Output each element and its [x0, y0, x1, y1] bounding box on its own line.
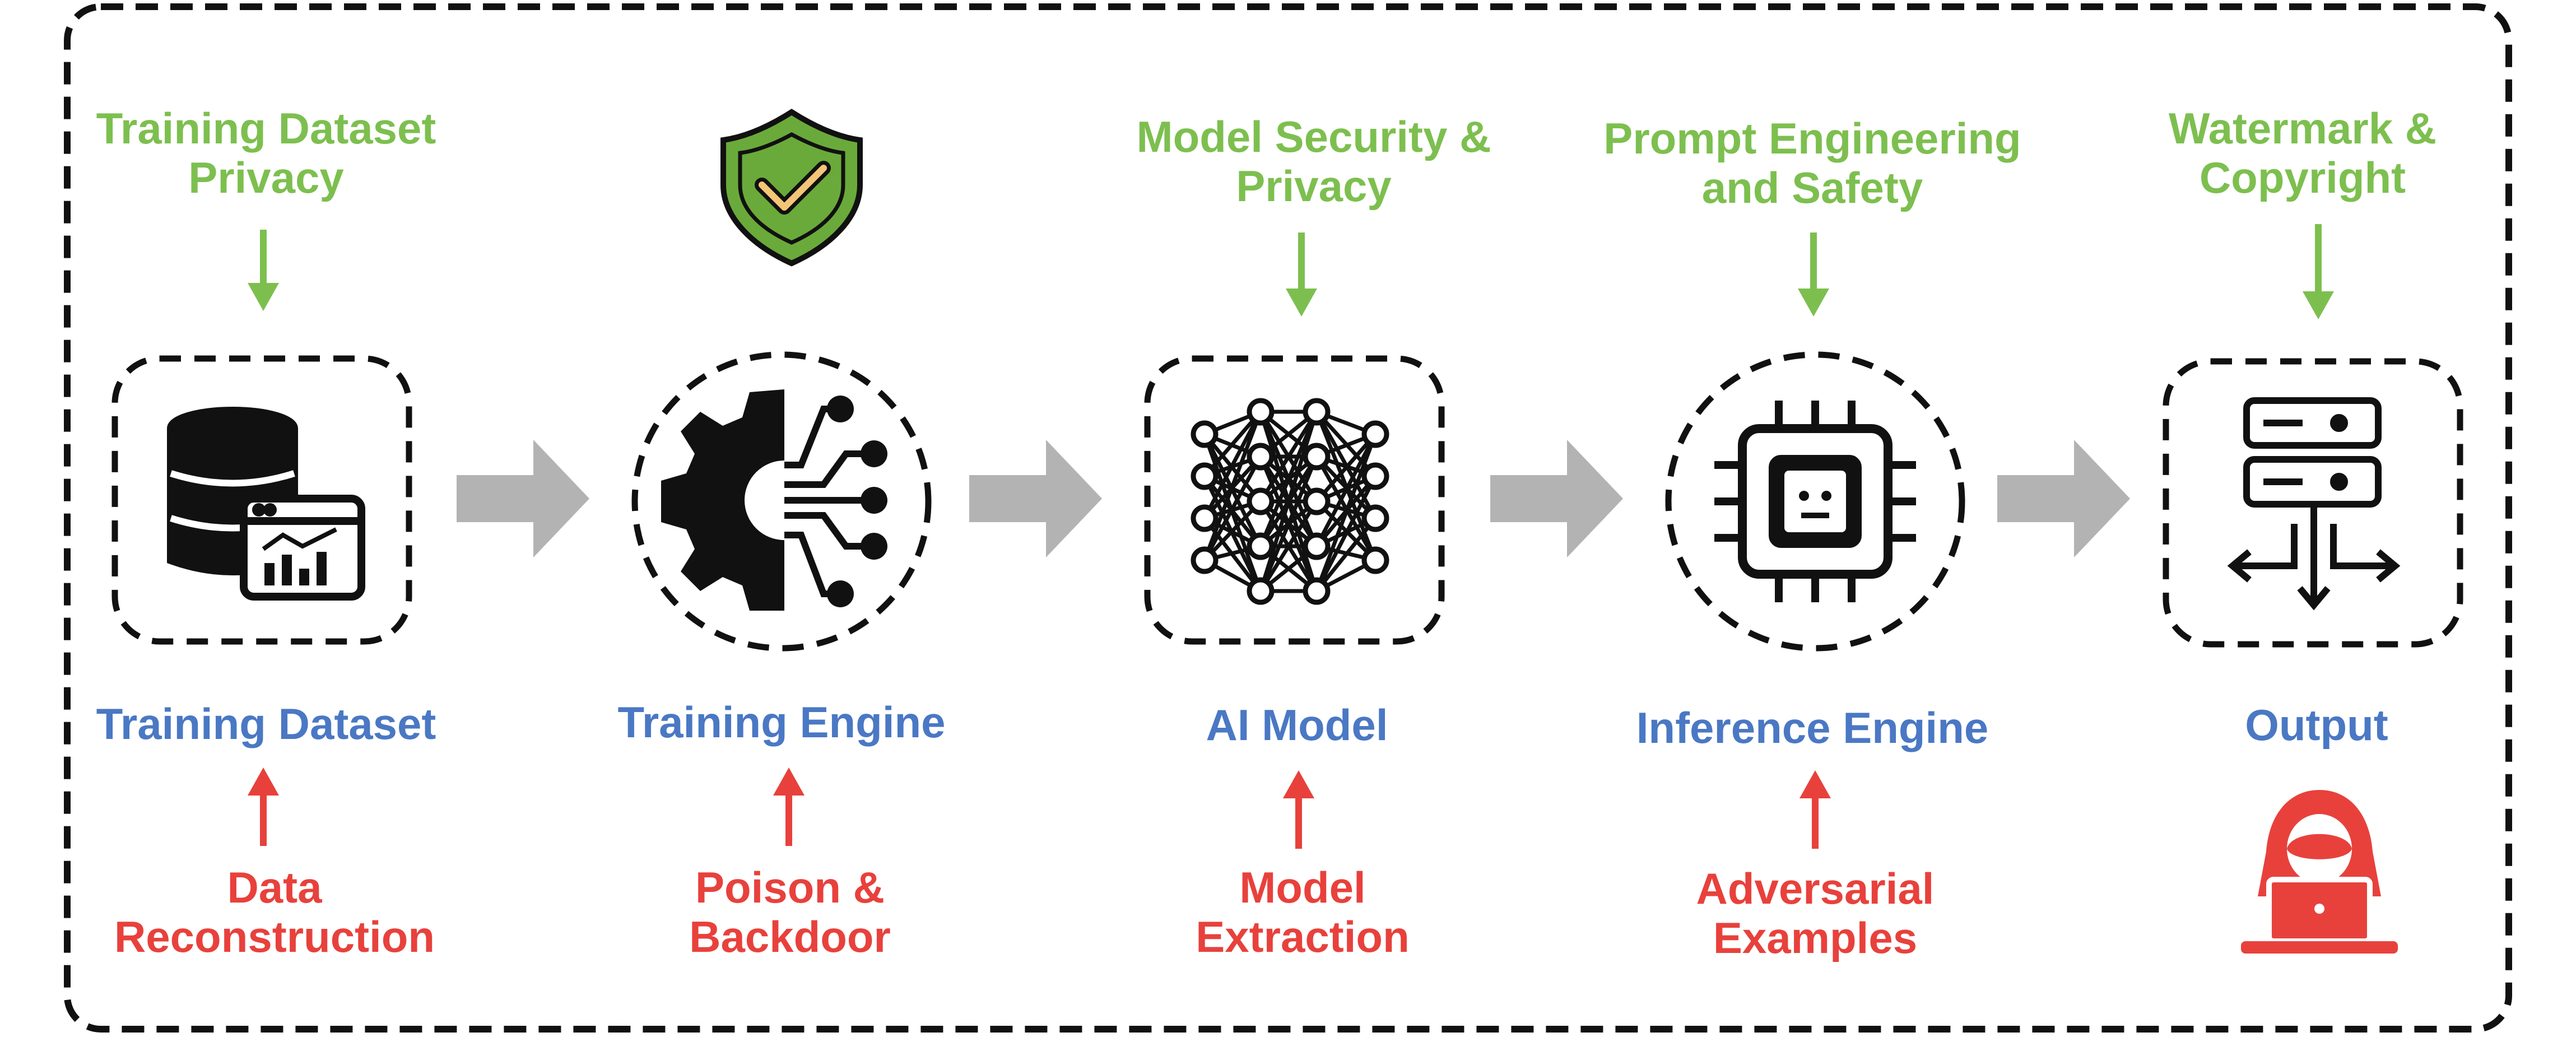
attack-label-training-engine: Poison & Backdoor: [689, 863, 891, 961]
attack-arrow-1: [248, 768, 279, 846]
nn-edge: [1258, 455, 1319, 592]
attack-label-training-dataset: Data Reconstruction: [114, 863, 435, 961]
ai-chip-icon: [1714, 401, 1916, 602]
nn-node: [1361, 504, 1389, 532]
attack-label-ai-model: Model Extraction: [1196, 863, 1410, 961]
defense-label-output: Watermark & Copyright: [2168, 104, 2437, 202]
nn-edge: [1258, 411, 1319, 547]
nn-edge: [1202, 411, 1263, 519]
gear-circuit-icon: [661, 389, 887, 611]
hacker-laptop-icon: [2241, 790, 2398, 954]
nn-node: [1247, 443, 1275, 471]
stage-name-ai-model: AI Model: [1206, 700, 1388, 750]
nn-node: [1247, 577, 1275, 605]
stage-name-inference-engine: Inference Engine: [1636, 703, 1989, 752]
nn-node: [1191, 462, 1219, 490]
stage-box-training-dataset: [111, 355, 412, 645]
nn-node: [1191, 420, 1219, 448]
attack-arrow-3: [1283, 770, 1314, 849]
nn-edge: [1203, 410, 1262, 478]
nn-node: [1361, 420, 1389, 448]
nn-node: [1303, 443, 1331, 471]
defense-label-ai-model: Model Security & Privacy: [1136, 112, 1491, 211]
nn-edge: [1202, 455, 1263, 561]
nn-node: [1303, 398, 1331, 426]
defense-arrow-4: [1798, 232, 1829, 317]
defense-arrow-3: [1286, 232, 1317, 317]
stage-circle-inference-engine: [1665, 351, 1965, 652]
nn-node: [1247, 532, 1275, 560]
defense-label-inference-engine: Prompt Engineering and Safety: [1603, 114, 2021, 212]
nn-node: [1191, 546, 1219, 574]
defense-arrow-5: [2303, 224, 2334, 319]
stage-circle-training-engine: [631, 351, 932, 652]
database-chart-icon: [167, 407, 365, 601]
nn-node: [1247, 487, 1275, 515]
nn-node: [1247, 398, 1275, 426]
flow-arrow-3: [1490, 440, 1623, 557]
stage-box-output: [2163, 358, 2463, 648]
nn-node: [1303, 577, 1331, 605]
defense-arrow-1: [248, 230, 279, 311]
nn-node: [1361, 462, 1389, 490]
server-output-icon: [2227, 397, 2401, 611]
flow-arrow-1: [457, 440, 589, 557]
neural-network-icon: [1191, 398, 1389, 605]
nn-edge: [1314, 433, 1378, 547]
nn-edge: [1258, 411, 1319, 592]
nn-edge: [1315, 433, 1377, 503]
stage-name-training-engine: Training Engine: [617, 697, 946, 747]
stage-name-training-dataset: Training Dataset: [96, 699, 436, 748]
nn-node: [1303, 532, 1331, 560]
attack-arrow-4: [1800, 770, 1831, 849]
flow-arrow-2: [969, 440, 1102, 557]
nn-edge: [1259, 411, 1318, 503]
flow-arrow-4: [1997, 440, 2130, 557]
nn-edge: [1314, 475, 1378, 592]
shield-check-icon: [720, 109, 863, 267]
nn-node: [1191, 504, 1219, 532]
nn-edge: [1315, 517, 1377, 593]
attack-label-inference-engine: Adversarial Examples: [1696, 864, 1935, 962]
nn-edge: [1259, 500, 1318, 592]
nn-node: [1303, 487, 1331, 515]
nn-edge: [1202, 411, 1263, 561]
nn-node: [1361, 546, 1389, 574]
stage-name-output: Output: [2245, 700, 2388, 750]
nn-edge: [1314, 433, 1378, 592]
defense-label-training-dataset: Training Dataset Privacy: [96, 104, 436, 202]
outer-frame: [64, 3, 2512, 1033]
attack-arrow-2: [773, 768, 805, 846]
stage-box-ai-model: [1144, 355, 1445, 645]
